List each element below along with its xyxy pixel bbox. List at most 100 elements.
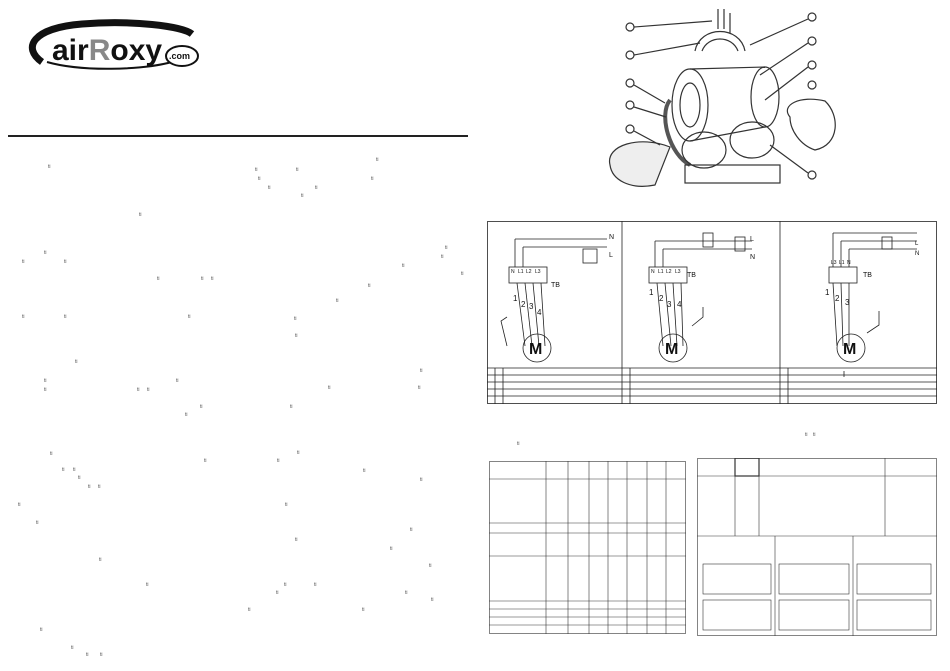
- text-fragment: ti: [185, 412, 188, 418]
- text-fragment: ti: [62, 467, 65, 473]
- text-fragment: ti: [200, 404, 203, 410]
- text-fragment: ti: [64, 259, 67, 265]
- wire-3: 3: [667, 300, 672, 309]
- text-fragment: ti: [139, 212, 142, 218]
- fan-exploded-drawing: [609, 9, 836, 187]
- text-fragment: ti: [284, 582, 287, 588]
- text-fragment: ti: [48, 164, 51, 170]
- text-fragment: ti: [405, 590, 408, 596]
- text-fragment: ti: [146, 582, 149, 588]
- text-fragment: ti: [315, 185, 318, 191]
- text-fragment: ti: [99, 557, 102, 563]
- text-fragment: ti: [157, 276, 160, 282]
- wire-2: 2: [521, 300, 526, 309]
- motor-label-3: M: [843, 341, 856, 358]
- text-fragment: ti: [362, 607, 365, 613]
- text-fragment: ti: [376, 157, 379, 163]
- spec-table-right: [697, 458, 937, 636]
- text-fragment: ti: [277, 458, 280, 464]
- text-fragment: ti: [211, 276, 214, 282]
- text-fragment: ti: [418, 385, 421, 391]
- wire-2: 2: [659, 294, 664, 303]
- wire-1: 1: [649, 288, 654, 297]
- text-fragment: ti: [71, 645, 74, 651]
- text-fragment: ti: [368, 283, 371, 289]
- tb-term: L3: [831, 260, 837, 266]
- text-fragment: ti: [294, 316, 297, 322]
- label-l-2: L: [750, 236, 754, 243]
- text-fragment: ti: [188, 314, 191, 320]
- text-fragment: ti: [255, 167, 258, 173]
- text-fragment: ti: [22, 259, 25, 265]
- tb-term: L3: [535, 269, 541, 275]
- text-fragment: ti: [147, 387, 150, 393]
- text-fragment: ti: [100, 652, 103, 658]
- text-fragment: ti: [98, 484, 101, 490]
- tb-label-3: TB: [863, 272, 872, 279]
- label-n-1: N: [609, 234, 614, 241]
- tb-term: L1: [839, 260, 845, 266]
- text-fragment: ti: [410, 527, 413, 533]
- text-fragment: ti: [137, 387, 140, 393]
- text-fragment: ti: [201, 276, 204, 282]
- text-fragment: ti: [285, 502, 288, 508]
- text-fragment: ti: [420, 368, 423, 374]
- brand-domain: .com: [169, 51, 191, 61]
- text-fragment: ti: [248, 607, 251, 613]
- logo-swoosh: [28, 19, 199, 70]
- motor-label-2: M: [665, 341, 678, 358]
- text-fragment: ti: [40, 627, 43, 633]
- tb-term: L2: [526, 269, 532, 275]
- text-fragment: ti: [314, 582, 317, 588]
- airroxy-logo: airRoxy .com: [22, 18, 202, 78]
- spec-table-left: [489, 461, 686, 634]
- text-fragment: ti: [431, 597, 434, 603]
- text-fragment: ti: [461, 271, 464, 277]
- text-fragment: ti: [44, 250, 47, 256]
- brand-wordmark: airRoxy: [52, 34, 163, 67]
- text-fragment: ti: [88, 484, 91, 490]
- wire-1: 1: [825, 288, 830, 297]
- text-fragment: ti: [44, 387, 47, 393]
- text-fragment: ti: [336, 298, 339, 304]
- text-fragment: ti: [78, 475, 81, 481]
- tb-term: L1: [658, 269, 664, 275]
- text-fragment: ti: [176, 378, 179, 384]
- wire-4: 4: [677, 300, 682, 309]
- wire-3: 3: [529, 302, 534, 311]
- text-fragment: ti: [18, 502, 21, 508]
- text-fragment: ti: [517, 441, 520, 447]
- text-fragment: ti: [295, 537, 298, 543]
- tb-terms-1: N: [511, 269, 515, 275]
- text-fragment: ti: [363, 468, 366, 474]
- text-fragment: ti: [402, 263, 405, 269]
- tb-term: L3: [675, 269, 681, 275]
- tb-term: N: [847, 260, 851, 266]
- label-n-3: N: [915, 251, 919, 257]
- text-fragment: ti: [813, 432, 816, 438]
- text-fragment: ti: [295, 333, 298, 339]
- text-fragment: ti: [420, 477, 423, 483]
- tb-term: L2: [666, 269, 672, 275]
- text-fragment: ti: [73, 467, 76, 473]
- wire-1: 1: [513, 294, 518, 303]
- text-fragment: ti: [301, 193, 304, 199]
- text-fragment: ti: [297, 450, 300, 456]
- text-fragment: ti: [445, 245, 448, 251]
- header-rule: [8, 135, 468, 137]
- text-fragment: ti: [44, 378, 47, 384]
- tb-term: N: [651, 269, 655, 275]
- text-fragment: ti: [328, 385, 331, 391]
- tb-label-2: TB: [687, 272, 696, 279]
- text-fragment: ti: [805, 432, 808, 438]
- wire-3: 3: [845, 298, 850, 307]
- tb-term: L1: [518, 269, 524, 275]
- wiring-diagrams: N L N L1 L2 L3 TB 1 2 3 4 M L N N L1 L2 …: [487, 221, 937, 404]
- text-fragment: ti: [429, 563, 432, 569]
- text-fragment: ti: [86, 652, 89, 658]
- tb-label-1: TB: [551, 282, 560, 289]
- text-fragment: ti: [441, 254, 444, 260]
- text-fragment: ti: [204, 458, 207, 464]
- text-fragment: ti: [296, 167, 299, 173]
- wire-4: 4: [537, 308, 542, 317]
